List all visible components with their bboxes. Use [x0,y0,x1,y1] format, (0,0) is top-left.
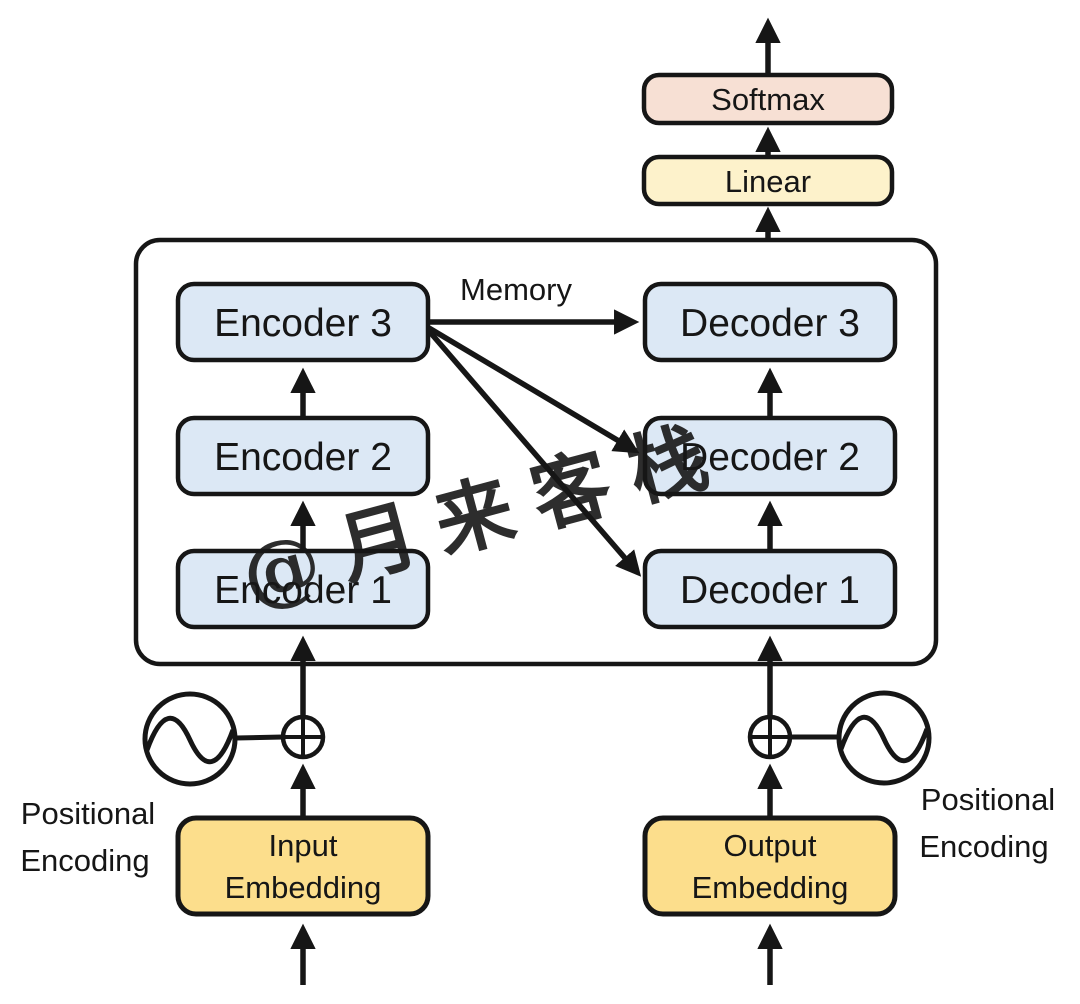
decoder2-block [642,415,898,497]
decoder1-label: Decoder 1 [680,569,860,612]
encoder2-label: Encoder 2 [214,436,392,479]
encoder1-label: Encoder 1 [214,569,392,612]
embedding-blocks: Input Embedding Output Embedding [175,815,898,917]
softmax-block [641,72,895,126]
decoder-stack: Decoder 3 Decoder 2 Decoder 1 [642,281,898,630]
output-embedding-label-line2: Embedding [692,870,849,905]
output-head: Softmax Linear [641,72,895,207]
positional-encoding-right-label-line2: Encoding [919,829,1048,864]
decoder1-block [642,548,898,630]
encoder3-block [175,281,431,363]
decoder2-label: Decoder 2 [680,436,860,479]
flow-arrows [290,17,783,985]
sine-wave-path [838,715,930,763]
positional-encoding-left-label-line1: Positional [21,796,155,831]
memory-label: Memory [460,272,572,307]
encoder1-block [175,548,431,630]
decoder3-label: Decoder 3 [680,302,860,345]
positional-encoding-left-label-line2: Encoding [20,843,149,878]
sine-wave-path [144,716,236,764]
encoder2-block [175,415,431,497]
positional-encoding-left [142,691,326,787]
encoder-stack: Encoder 3 Encoder 2 Encoder 1 [175,281,431,630]
linear-label: Linear [725,164,811,199]
encoder3-label: Encoder 3 [214,302,392,345]
connector-line [235,734,284,741]
softmax-label: Softmax [711,82,825,117]
memory-arrow-decoder1 [426,329,642,577]
output-embedding-label-line1: Output [723,828,816,863]
input-embedding-block [175,815,431,917]
output-embedding-block [642,815,898,917]
positional-encoding-right [747,690,932,786]
encoder-decoder-container [133,237,939,667]
memory-arrow-decoder2 [427,325,640,454]
positional-encoding-right-label-line1: Positional [921,782,1055,817]
linear-block [641,154,895,207]
decoder3-block [642,281,898,363]
input-embedding-label-line1: Input [269,828,338,863]
input-embedding-label-line2: Embedding [225,870,382,905]
